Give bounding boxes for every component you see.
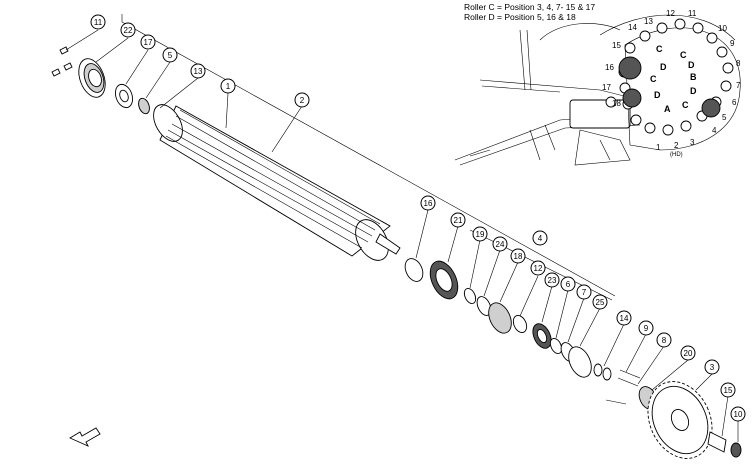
svg-text:B: B: [690, 72, 697, 82]
callout-21: 21: [450, 212, 466, 228]
svg-text:D: D: [690, 86, 697, 96]
svg-text:20: 20: [684, 349, 693, 358]
svg-text:16: 16: [424, 199, 433, 208]
svg-text:D: D: [688, 60, 695, 70]
svg-text:2: 2: [674, 141, 679, 150]
callout-14: 14: [616, 310, 632, 326]
roller-d-highlight-5: [701, 98, 721, 118]
svg-text:11: 11: [94, 18, 103, 27]
svg-text:3: 3: [710, 363, 715, 372]
svg-text:16: 16: [605, 63, 614, 72]
svg-text:2: 2: [300, 96, 305, 105]
callout-6: 6: [560, 276, 576, 292]
roller-d-highlight-18: [622, 88, 642, 108]
svg-text:24: 24: [496, 240, 505, 249]
svg-text:12: 12: [666, 9, 675, 18]
svg-text:D: D: [660, 62, 667, 72]
svg-text:14: 14: [628, 23, 637, 32]
svg-text:17: 17: [144, 38, 153, 47]
callout-2: 2: [294, 92, 310, 108]
svg-text:11: 11: [688, 9, 697, 18]
svg-text:13: 13: [194, 67, 203, 76]
svg-text:C: C: [656, 44, 663, 54]
callout-1: 1: [220, 78, 236, 94]
svg-text:15: 15: [612, 41, 621, 50]
callout-leaders: [65, 29, 739, 442]
svg-text:23: 23: [548, 276, 557, 285]
sprocket: [647, 381, 713, 459]
svg-text:4: 4: [538, 234, 543, 243]
callout-8: 8: [656, 332, 672, 348]
svg-text:19: 19: [476, 230, 485, 239]
callout-5: 5: [162, 47, 178, 63]
callout-7: 7: [576, 284, 592, 300]
svg-text:1: 1: [656, 143, 661, 152]
svg-text:9: 9: [644, 324, 649, 333]
inset-position-numbers: 14 13 12 11 10 9 8 7 6 5 4 3 2 1 15 16 1…: [602, 9, 741, 158]
callout-11: 11: [90, 14, 106, 30]
svg-text:(HD): (HD): [670, 152, 683, 158]
direction-arrow-icon: [69, 427, 101, 447]
callout-19: 19: [472, 226, 488, 242]
svg-text:D: D: [654, 90, 661, 100]
callout-22: 22: [120, 22, 136, 38]
roller-d-highlight-16: [618, 56, 642, 80]
svg-text:8: 8: [736, 59, 741, 68]
callout-15: 15: [720, 382, 736, 398]
svg-text:5: 5: [168, 51, 173, 60]
callout-13: 13: [190, 63, 206, 79]
svg-text:3: 3: [690, 138, 695, 147]
svg-text:25: 25: [596, 298, 605, 307]
svg-text:17: 17: [602, 83, 611, 92]
svg-text:14: 14: [620, 314, 629, 323]
callouts: 11 22 17 5 13 1 2 16 21 19 24 4 18 12 23…: [90, 14, 746, 422]
svg-text:C: C: [682, 100, 689, 110]
roller-assembly: [51, 14, 742, 459]
callout-23: 23: [544, 272, 560, 288]
legend-roller-d: Roller D = Position 5, 16 & 18: [464, 12, 576, 22]
callout-17: 17: [140, 34, 156, 50]
inset-roller-letters: C D C B D C A D C D: [650, 44, 697, 114]
svg-text:6: 6: [566, 280, 571, 289]
svg-text:9: 9: [730, 39, 735, 48]
svg-text:21: 21: [454, 216, 463, 225]
callout-16: 16: [420, 195, 436, 211]
svg-text:5: 5: [722, 113, 727, 122]
svg-text:7: 7: [736, 81, 741, 90]
svg-text:4: 4: [712, 126, 717, 135]
svg-text:C: C: [680, 50, 687, 60]
svg-text:18: 18: [514, 252, 523, 261]
svg-text:1: 1: [226, 82, 231, 91]
callout-3: 3: [704, 359, 720, 375]
svg-text:6: 6: [732, 98, 737, 107]
svg-text:12: 12: [534, 264, 543, 273]
callout-20: 20: [680, 345, 696, 361]
svg-text:C: C: [650, 74, 657, 84]
legend-roller-c: Roller C = Position 3, 4, 7- 15 & 17: [464, 2, 595, 12]
callout-10: 10: [730, 406, 746, 422]
svg-text:8: 8: [662, 336, 667, 345]
inset-rollers: [605, 18, 734, 136]
baler-inset: Roller C = Position 3, 4, 7- 15 & 17 Rol…: [454, 2, 741, 166]
svg-text:13: 13: [644, 17, 653, 26]
svg-text:15: 15: [724, 386, 733, 395]
svg-text:22: 22: [124, 26, 133, 35]
callout-12: 12: [530, 260, 546, 276]
svg-text:10: 10: [734, 410, 743, 419]
svg-text:7: 7: [582, 288, 587, 297]
callout-18: 18: [510, 248, 526, 264]
svg-text:A: A: [664, 104, 671, 114]
svg-text:18: 18: [612, 99, 621, 108]
callout-25: 25: [592, 294, 608, 310]
callout-4: 4: [532, 230, 548, 246]
callout-24: 24: [492, 236, 508, 252]
svg-text:10: 10: [718, 24, 727, 33]
callout-9: 9: [638, 320, 654, 336]
